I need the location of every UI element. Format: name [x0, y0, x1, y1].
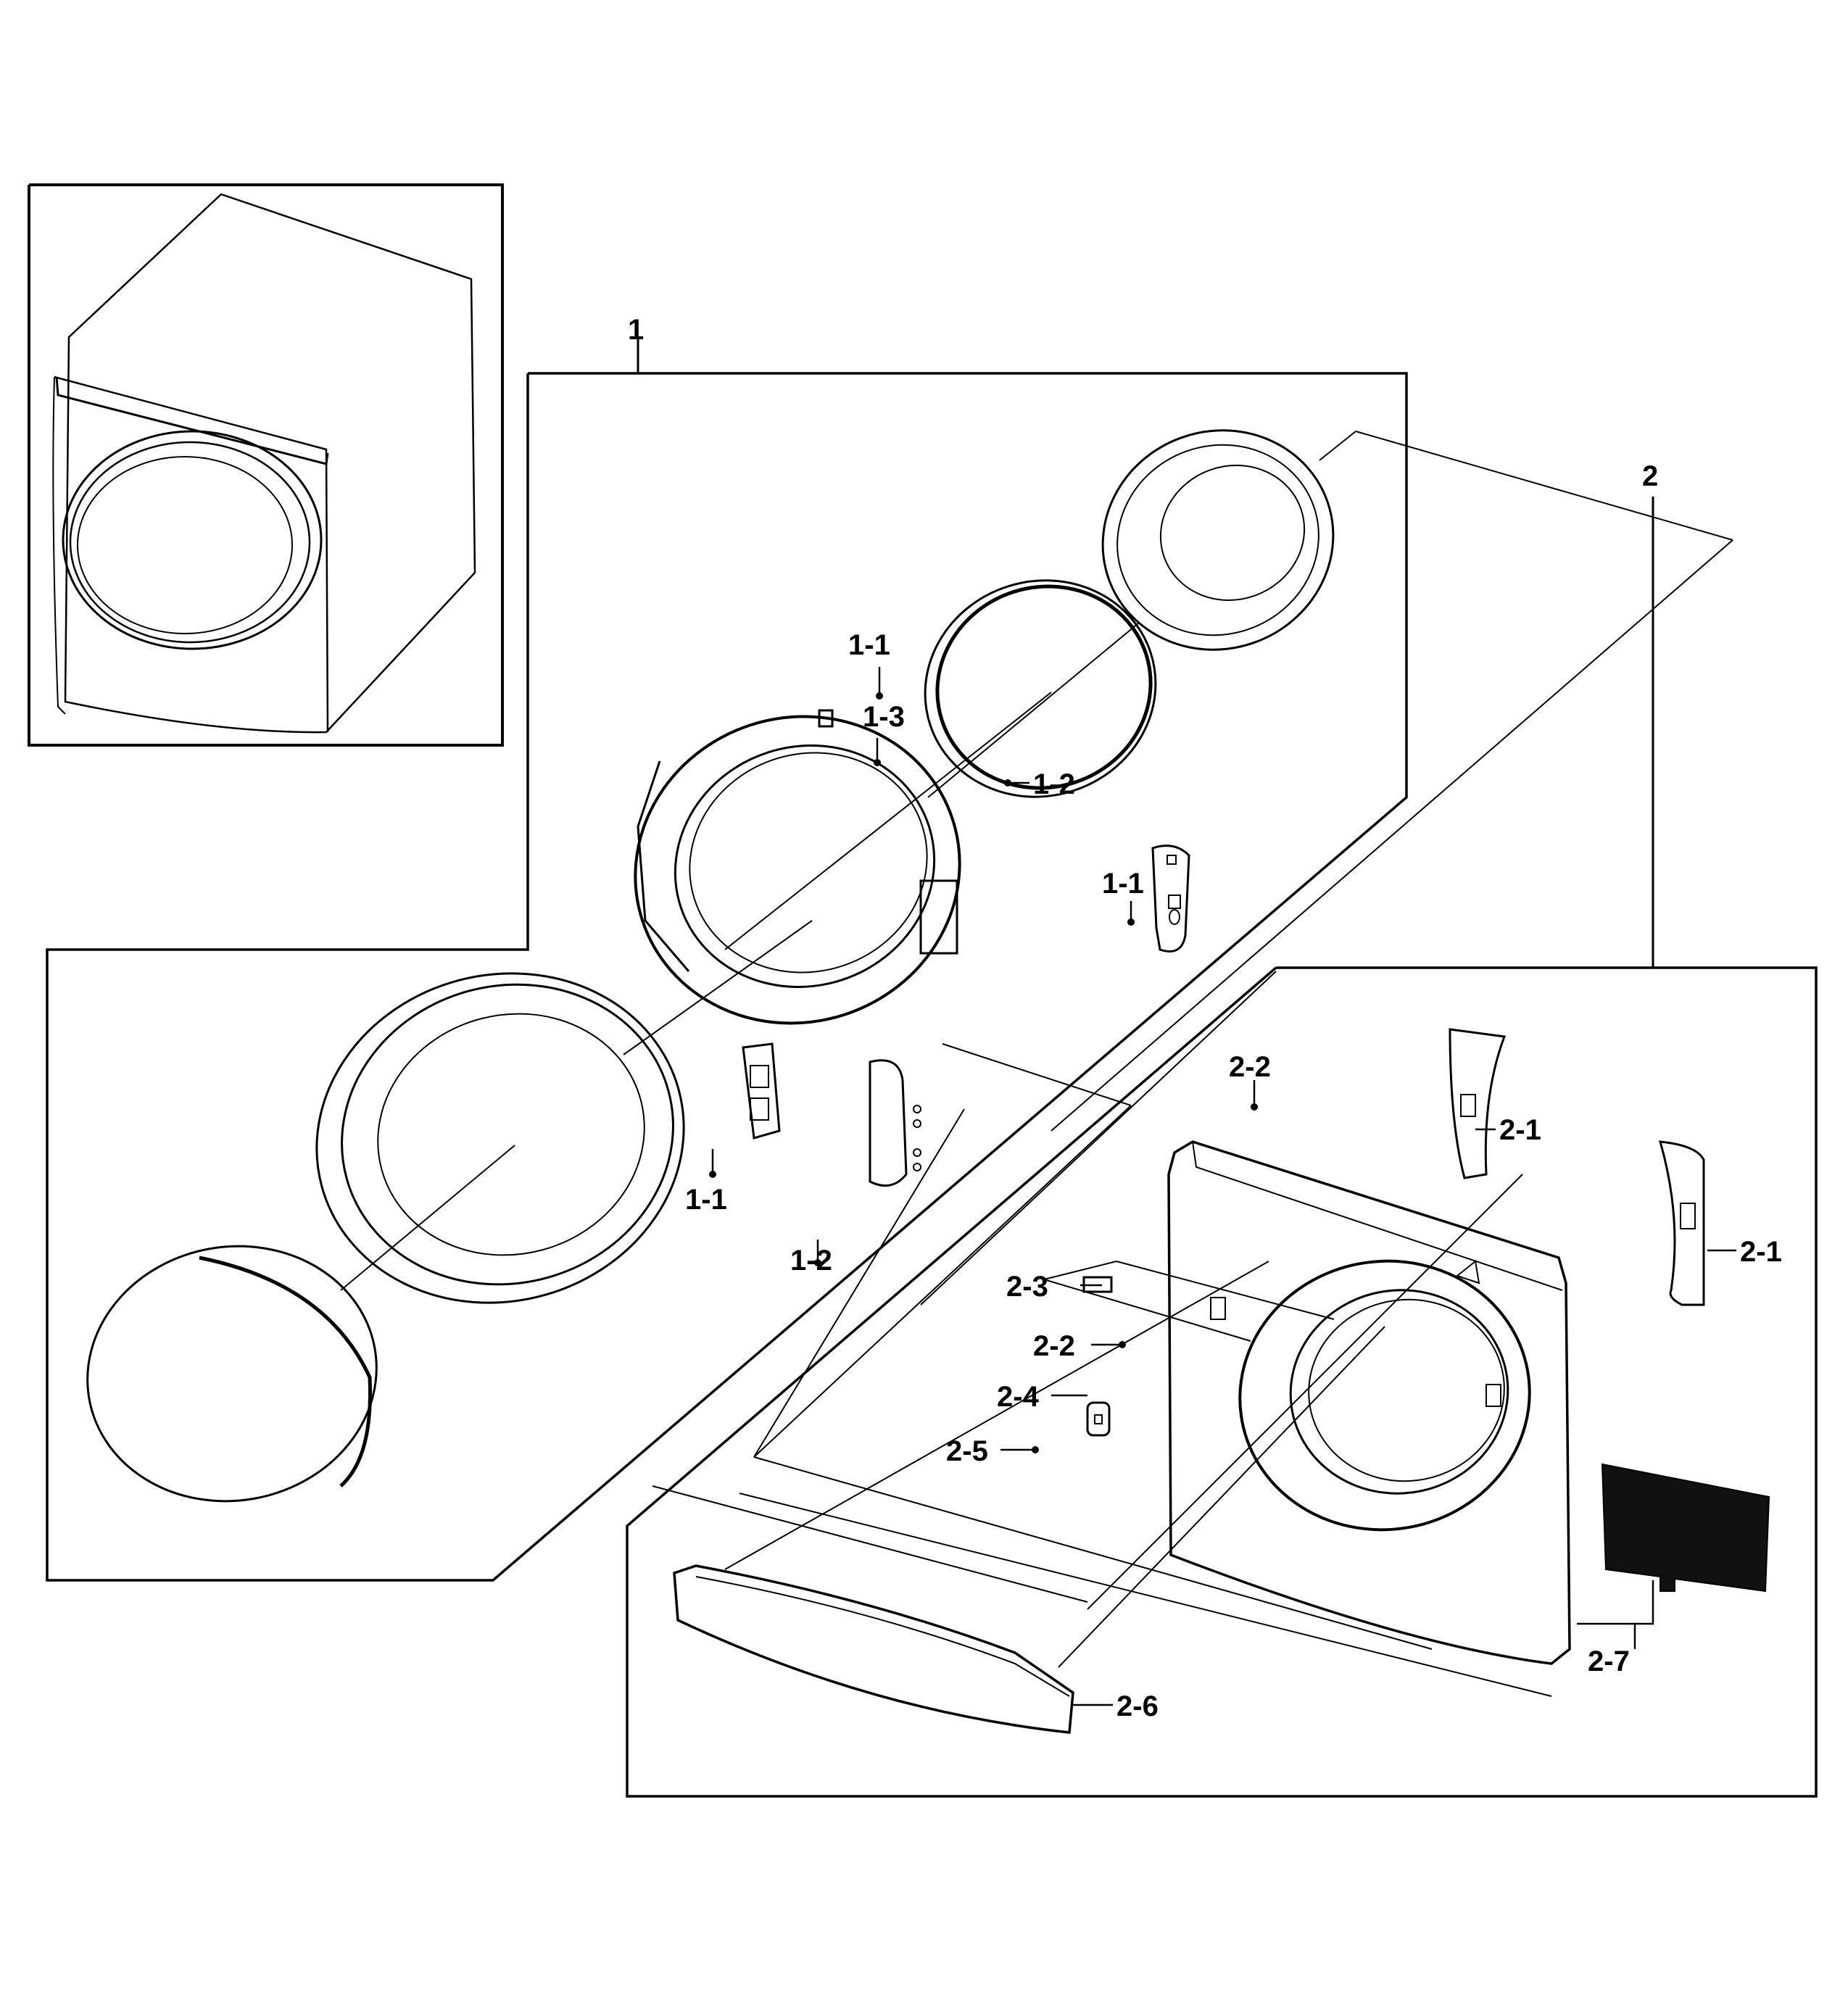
panel-bracket-upper [1449, 1028, 1507, 1179]
callout-1-1-mid: 1-1 [1102, 868, 1144, 900]
kick-plate [673, 1564, 1074, 1734]
callout-2-3: 2-3 [1006, 1271, 1048, 1303]
callout-2-7: 2-7 [1588, 1646, 1630, 1677]
front-panel [1167, 1140, 1571, 1665]
sensor-part [1086, 1401, 1111, 1437]
callout-1-1-bottom: 1-1 [685, 1184, 727, 1216]
callout-1-2-right: 1-2 [1033, 768, 1075, 800]
panel-bracket-lower [1658, 1140, 1705, 1306]
door-gasket-ring [924, 579, 1157, 798]
callout-leaders [711, 667, 1736, 1706]
door-outer-glass [86, 1245, 378, 1503]
callout-1-1-top: 1-1 [848, 629, 890, 661]
callout-2-1-upper: 2-1 [1499, 1114, 1541, 1146]
callout-group-1: 1 [628, 314, 644, 346]
callout-2-2-top: 2-2 [1229, 1051, 1271, 1083]
group-1-outline [46, 339, 1408, 1582]
callout-2-6: 2-6 [1116, 1690, 1159, 1722]
insulation-pad [1601, 1463, 1770, 1593]
callout-1-3: 1-3 [863, 701, 905, 733]
assembled-dryer-inset [28, 183, 504, 747]
callout-2-1-lower: 2-1 [1740, 1236, 1782, 1268]
switch-part [818, 709, 834, 728]
door-frame-inner [634, 715, 961, 1025]
group-2-outline [626, 497, 1818, 1798]
dryer-cabinet-illustration [52, 193, 476, 734]
door-cover-ring-top [1101, 429, 1335, 651]
callout-2-2-mid: 2-2 [1033, 1330, 1075, 1362]
door-glass-ring [315, 972, 685, 1304]
latch-plate [1151, 844, 1190, 953]
hinge-plate [869, 1059, 921, 1187]
callout-1-2-bottom: 1-2 [790, 1245, 832, 1277]
callout-labels: 1 2 1-1 1-3 1-2 1-1 1-1 1-2 2-2 2-1 2-1 … [628, 314, 1782, 1722]
callout-group-2: 2 [1642, 460, 1658, 492]
projection-lines [340, 431, 1733, 1697]
hinge-bracket [742, 1042, 781, 1140]
callout-2-4: 2-4 [997, 1381, 1040, 1413]
callout-dots [709, 692, 1258, 1453]
callout-2-5: 2-5 [946, 1435, 988, 1467]
